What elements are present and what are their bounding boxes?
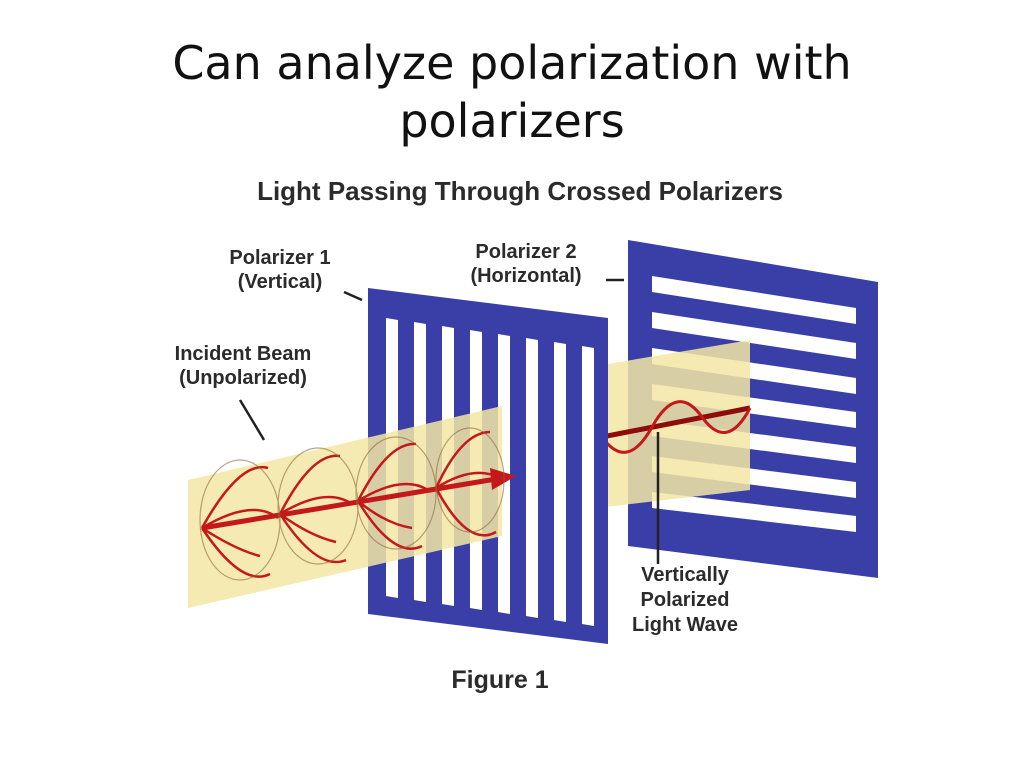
label-incident-beam-line-1: Incident Beam [174, 343, 312, 365]
label-polarizer-2-line-2: (Horizontal) [470, 265, 582, 287]
label-incident-beam-line-2: (Unpolarized) [179, 367, 307, 389]
slide-title: Can analyze polarization with polarizers [0, 34, 1024, 150]
label-polarizer-2: Polarizer 2 (Horizontal) [446, 240, 606, 288]
label-polarized-wave-line-2: Polarized [640, 589, 730, 611]
incident-beam [188, 406, 502, 608]
label-incident-beam: Incident Beam (Unpolarized) [140, 342, 346, 390]
label-polarizer-2-line-1: Polarizer 2 [475, 241, 577, 263]
label-polarized-wave-line-3: Light Wave [632, 614, 738, 636]
polarizer-diagram [188, 240, 878, 644]
polarizer-figure: Light Passing Through Crossed Polarizers… [140, 168, 900, 728]
unpolarized-wave-petals [200, 430, 501, 578]
figure-heading: Light Passing Through Crossed Polarizers [257, 176, 783, 206]
slide-title-line-2: polarizers [399, 94, 625, 148]
label-polarized-wave-line-1: Vertically [641, 564, 729, 586]
label-polarized-wave: Vertically Polarized Light Wave [610, 563, 760, 638]
leader-polarizer-1 [343, 290, 363, 302]
label-polarizer-1-line-1: Polarizer 1 [229, 247, 331, 269]
label-polarizer-1-line-2: (Vertical) [237, 271, 323, 293]
beam-arrowhead [490, 468, 516, 490]
unpolarized-wave-ghosts [199, 427, 505, 581]
figure-caption: Figure 1 [451, 666, 549, 694]
leader-incident-beam [238, 399, 266, 441]
label-polarizer-1: Polarizer 1 (Vertical) [206, 246, 354, 294]
slide-title-line-1: Can analyze polarization with [172, 36, 852, 90]
